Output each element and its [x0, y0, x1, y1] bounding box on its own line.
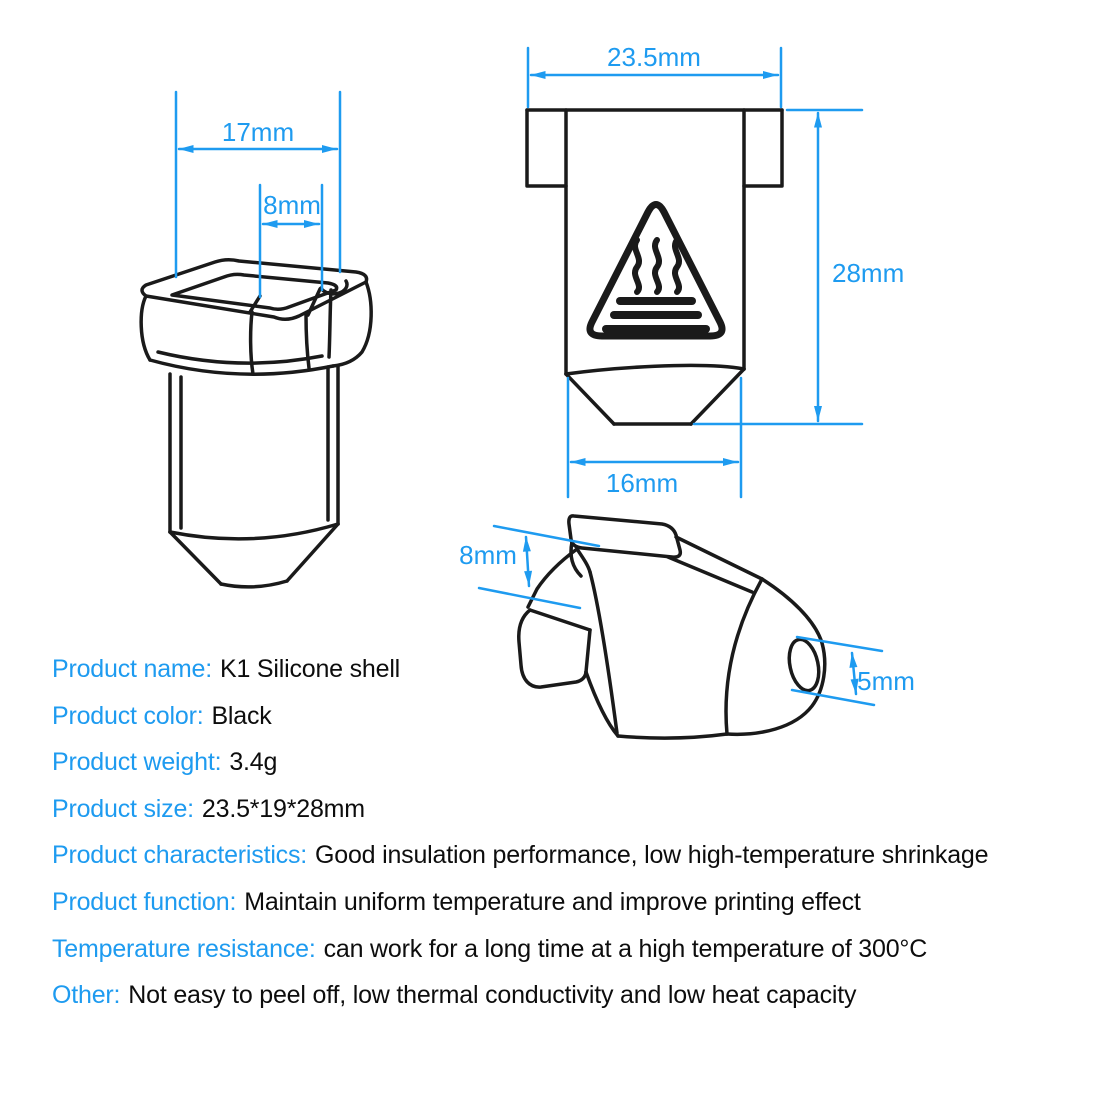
- heat-wave-squiggles: [632, 237, 682, 295]
- cylinder-top-inner-line: [666, 555, 754, 594]
- side-silhouette-fill: [520, 515, 825, 739]
- dim-label-16mm: 16mm: [606, 468, 678, 498]
- iso-view: 17mm 8mm: [139, 90, 373, 589]
- spec-value: Maintain uniform temperature and improve…: [244, 887, 861, 916]
- cap-left-wall: [139, 294, 152, 362]
- spec-row-product-size: Product size:23.5*19*28mm: [52, 786, 988, 833]
- cone-left-slant: [564, 372, 616, 426]
- tab-to-cap-line: [575, 547, 592, 574]
- spec-label: Product size:: [52, 794, 194, 823]
- cap-slot-left-wall: [248, 294, 262, 314]
- spec-row-product-name: Product name: K1 Silicone shell: [52, 646, 988, 693]
- spec-label: Product weight:: [52, 748, 222, 777]
- cap-right-wall: [331, 280, 373, 368]
- cap-slot-right-wall: [306, 287, 322, 317]
- spec-label: Product function:: [52, 887, 237, 916]
- cap-slot-front-left-line: [248, 310, 255, 376]
- dim-front-flange-width: 23.5mm: [526, 42, 783, 109]
- spec-value: 3.4g: [229, 748, 278, 777]
- side-view: 8mm 5mm: [459, 514, 915, 740]
- squiggle: [632, 237, 642, 295]
- dim-iso-notch: 8mm: [258, 183, 324, 299]
- dim-side-nozzle-hole: 5mm: [790, 635, 915, 707]
- spec-label: Temperature resistance:: [52, 934, 316, 963]
- dim-iso-width: 17mm: [174, 90, 342, 279]
- dim-label-23-5mm: 23.5mm: [607, 42, 701, 72]
- dim-label-side-8mm: 8mm: [459, 540, 517, 570]
- cone-right-slant: [689, 367, 746, 426]
- taper-line: [564, 363, 746, 376]
- dim-label-17mm: 17mm: [222, 117, 294, 147]
- spec-row-product-characteristics: Product characteristics:Good insulation …: [52, 832, 989, 879]
- spec-value: Not easy to peel off, low thermal conduc…: [128, 981, 857, 1010]
- dim-front-body-width: 16mm: [566, 376, 743, 499]
- extension-line: [795, 635, 884, 653]
- cone-left-slant: [168, 530, 223, 586]
- end-cap-crease: [724, 577, 764, 736]
- nozzle-cone-outline: [725, 577, 827, 737]
- warning-triangle-outline: [586, 201, 726, 340]
- tab2-outer-outline: [517, 608, 588, 689]
- spec-row-product-function: Product function:Maintain uniform temper…: [52, 879, 988, 926]
- cap-body-boundary: [588, 570, 619, 735]
- spec-row-temperature-resistance: Temperature resistance:can work for a lo…: [52, 926, 988, 973]
- tab2-top-edge: [528, 608, 592, 632]
- cap-top-face-outline: [140, 257, 369, 321]
- squiggle: [652, 237, 662, 295]
- spec-label: Product color:: [52, 701, 204, 730]
- extension-line: [790, 688, 876, 707]
- spec-label: Product name:: [52, 655, 212, 683]
- spec-label: Other:: [52, 981, 121, 1010]
- spec-value: Black: [211, 701, 272, 730]
- dim-label-28mm: 28mm: [832, 258, 904, 288]
- cap-bottom-inner-edge: [156, 350, 324, 365]
- dim-front-height: 28mm: [692, 108, 904, 426]
- dim-side-tab-height: 8mm: [459, 524, 601, 610]
- dimension-arrow: [849, 651, 859, 696]
- product-specs: Product name: K1 Silicone shell Product c…: [52, 646, 989, 1019]
- front-outline: [525, 108, 784, 426]
- cap-bite-front-line: [327, 288, 333, 359]
- cap-top-inner-opening: [170, 272, 339, 312]
- cap-right-bite-arc: [319, 279, 349, 296]
- nozzle-hole: [787, 637, 821, 693]
- cap-bottom-curve: [584, 670, 620, 738]
- iso-cap: [139, 257, 373, 376]
- hot-surface-warning-icon: [586, 201, 726, 340]
- spec-row-product-weight: Product weight:3.4g: [52, 739, 988, 786]
- cone-tip-curve: [219, 579, 289, 589]
- tab-underside-curl: [569, 540, 583, 578]
- cone-right-slant: [285, 522, 340, 583]
- dim-label-5mm: 5mm: [857, 666, 915, 696]
- cap-bottom-edge: [148, 358, 335, 376]
- cylinder-top-line: [674, 535, 764, 581]
- heat-surface-bars: [602, 297, 710, 333]
- spec-label: Product characteristics:: [52, 841, 308, 870]
- spec-value: 23.5*19*28mm: [201, 794, 365, 823]
- spec-value: can work for a long time at a high tempe…: [323, 934, 928, 963]
- flange-left-side: [525, 108, 568, 188]
- cylinder-bottom-line: [616, 732, 729, 740]
- dimension-arrow: [522, 535, 533, 588]
- cone-shoulder-curve: [168, 522, 340, 541]
- spec-row-product-color: Product color:Black: [52, 693, 988, 740]
- iso-body: [168, 364, 340, 589]
- spec-value: Good insulation performance, low high-te…: [315, 841, 989, 870]
- squiggle: [672, 237, 682, 295]
- extension-line: [477, 586, 582, 610]
- flange-right-side: [742, 108, 784, 188]
- dim-label-8mm: 8mm: [263, 190, 321, 220]
- spec-value: K1 Silicone shell: [220, 655, 401, 683]
- front-view: 23.5mm 28mm 16mm: [525, 42, 904, 499]
- extension-line: [492, 524, 601, 548]
- cap-upper-left-edge: [526, 547, 579, 609]
- cap-slot-front-right-line: [304, 313, 311, 370]
- spec-row-other: Other:Not easy to peel off, low thermal …: [52, 972, 988, 1019]
- side-outline: [517, 514, 827, 740]
- tab2-inner-edge: [584, 628, 592, 674]
